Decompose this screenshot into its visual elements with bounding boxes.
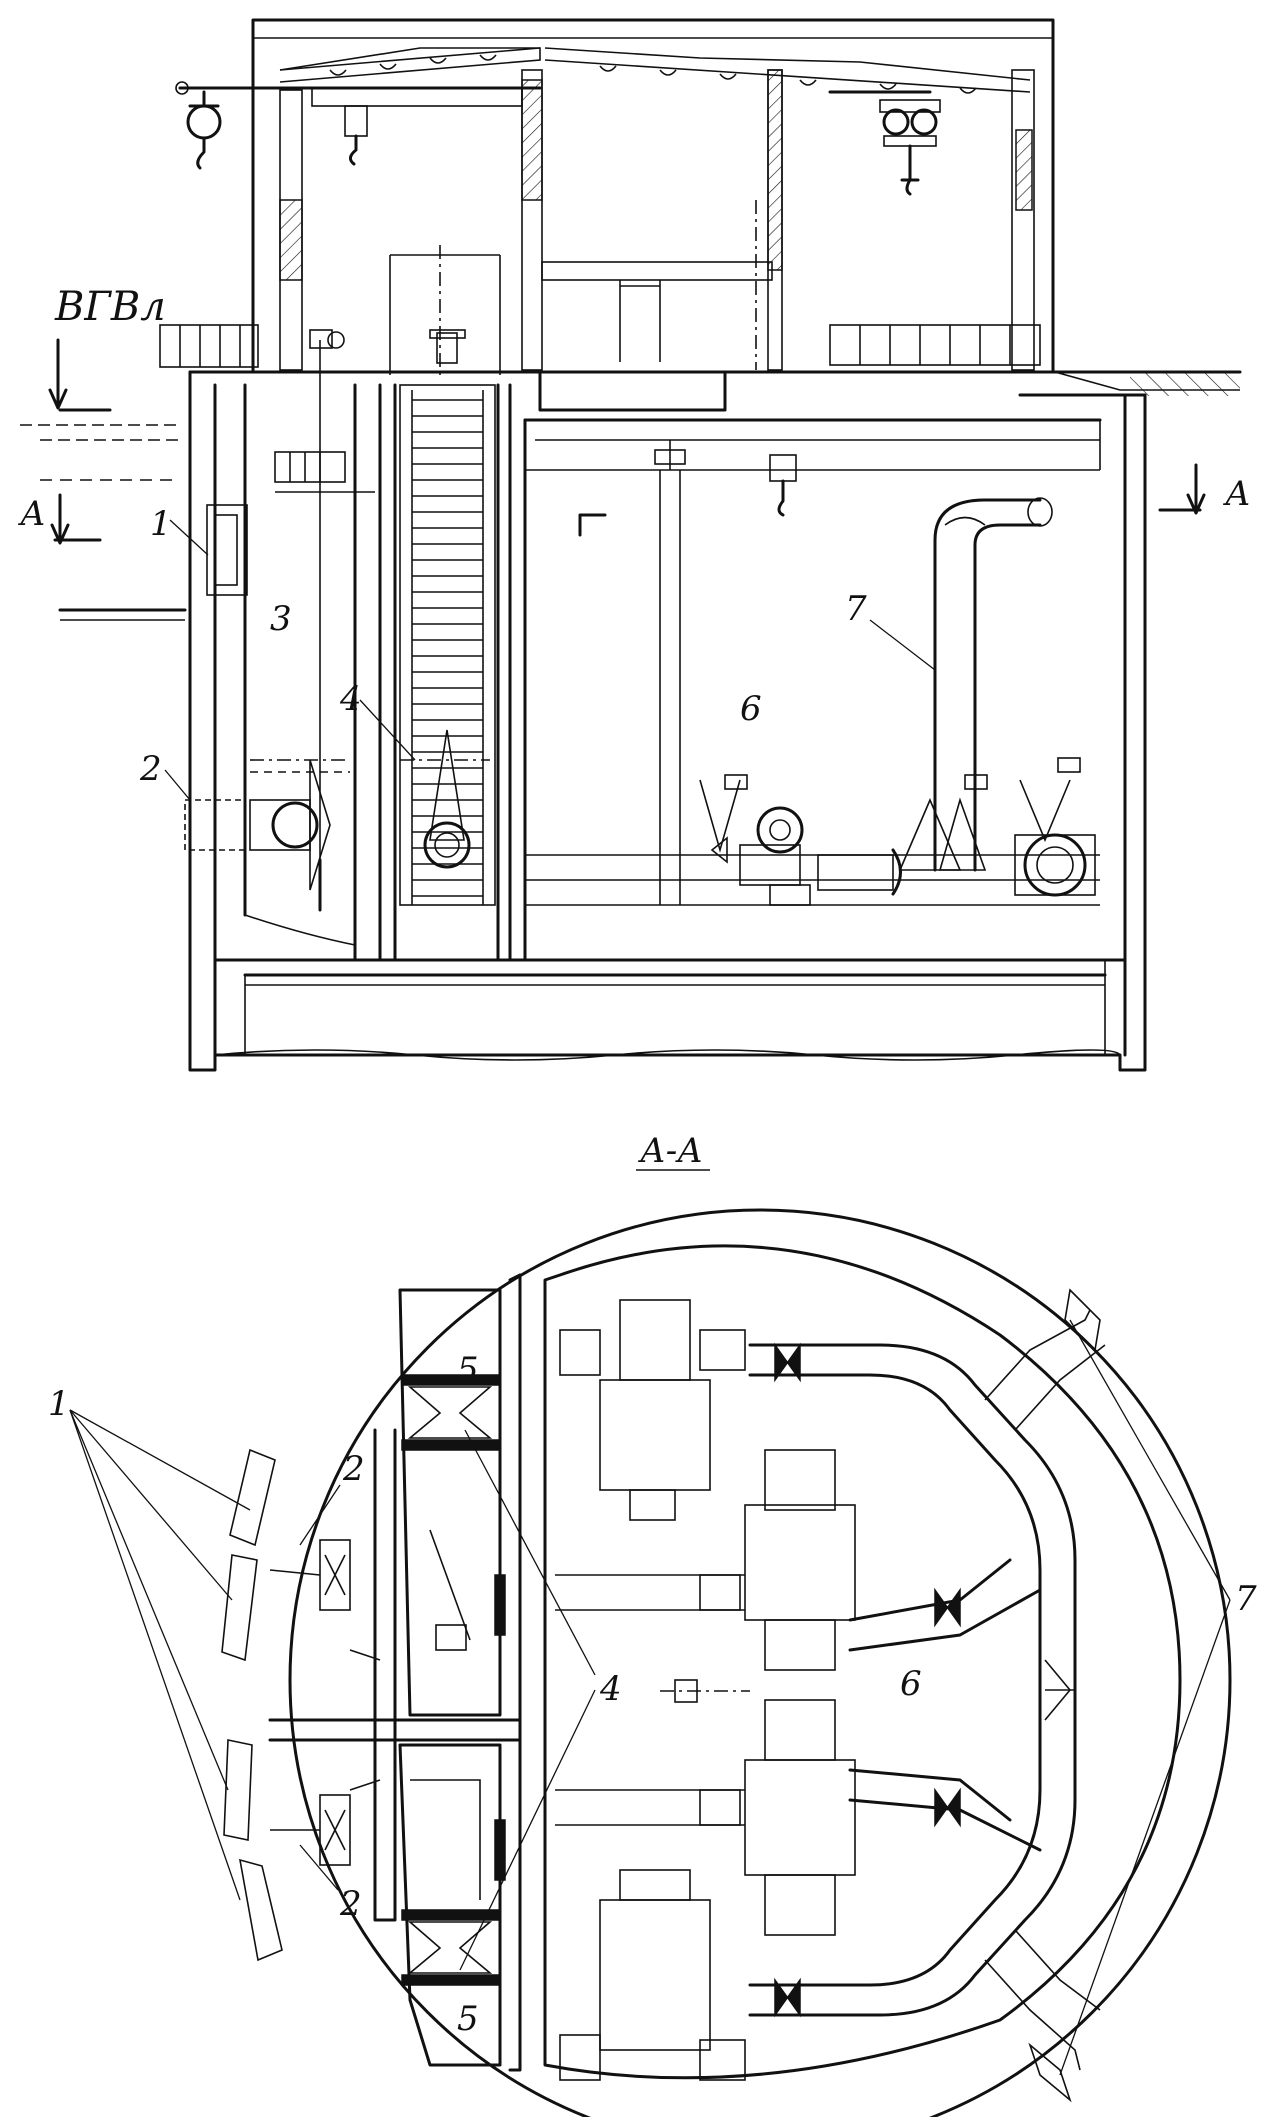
callout-4-top: 4 — [339, 679, 362, 719]
discharge-header — [748, 1288, 1106, 2103]
superstructure — [175, 18, 1055, 375]
callout-2-top: 2 — [139, 749, 162, 789]
callout-6-top: 6 — [740, 689, 762, 729]
pump-units-plan — [555, 1299, 856, 2081]
substructure — [184, 329, 1147, 1072]
callout-7-plan: 7 — [1235, 1579, 1257, 1619]
vertical-section: ВГВл А А 1 2 3 4 6 7 — [18, 18, 1251, 1072]
callout-5-plan-bottom: 5 — [457, 1999, 479, 2039]
ground-line — [159, 324, 1242, 396]
intake-valves — [269, 1539, 381, 1866]
screen-top — [401, 1374, 499, 1451]
plan-section: А-А — [48, 1131, 1257, 2117]
callout-2-plan-bottom: 2 — [339, 1884, 362, 1924]
water-level-label: ВГВл — [54, 284, 166, 330]
intake-windows — [221, 1448, 283, 1962]
callout-6-plan: 6 — [900, 1664, 922, 1704]
callout-4-plan: 4 — [599, 1669, 622, 1709]
pump-unit — [699, 757, 1096, 906]
section-mark-left: А — [18, 494, 46, 534]
screen-bottom — [401, 1909, 499, 1986]
callout-1-plan: 1 — [48, 1384, 70, 1424]
callout-7-top: 7 — [845, 589, 867, 629]
callout-1-top: 1 — [150, 504, 172, 544]
shaft-outer-wall — [288, 1208, 1232, 2117]
callout-5-plan-top: 5 — [457, 1350, 479, 1390]
callout-3: 3 — [270, 599, 292, 639]
section-arrows — [48, 338, 1206, 545]
callout-2-plan-top: 2 — [342, 1449, 365, 1489]
section-title: А-А — [638, 1131, 703, 1171]
water-surface — [20, 408, 1202, 621]
section-mark-right: А — [1223, 474, 1251, 514]
